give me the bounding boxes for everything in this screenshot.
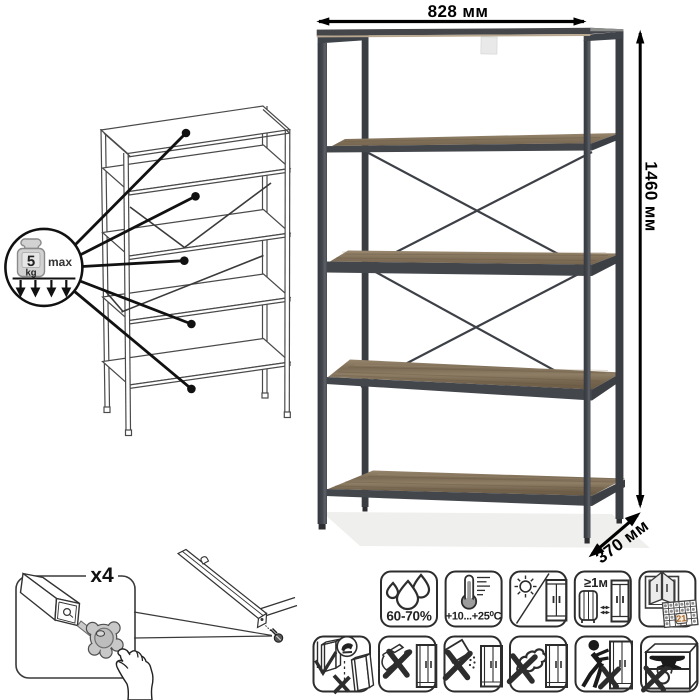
svg-text:1460 мм: 1460 мм bbox=[642, 161, 661, 232]
svg-text:max: max bbox=[48, 255, 72, 269]
svg-text:60-70%: 60-70% bbox=[386, 609, 432, 624]
svg-text:≥1м: ≥1м bbox=[584, 575, 608, 590]
svg-text:x4: x4 bbox=[90, 564, 114, 587]
svg-text:5: 5 bbox=[27, 253, 35, 270]
svg-text:+10...+25⁰С: +10...+25⁰С bbox=[446, 611, 502, 623]
svg-text:kg: kg bbox=[25, 268, 36, 279]
svg-text:828 мм: 828 мм bbox=[428, 2, 489, 21]
svg-text:21: 21 bbox=[676, 613, 687, 624]
